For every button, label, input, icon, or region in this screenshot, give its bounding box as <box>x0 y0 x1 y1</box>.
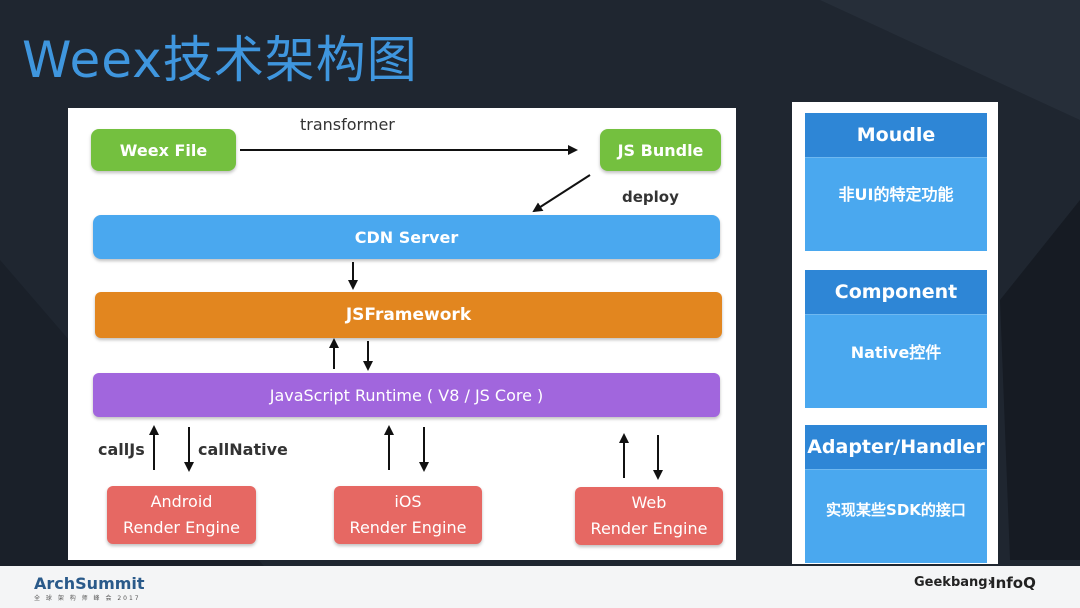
adapter-handler-card: Adapter/Handler 实现某些SDK的接口 <box>805 425 987 563</box>
jsframework-box: JSFramework <box>95 292 722 338</box>
engine-line2: Render Engine <box>123 518 240 537</box>
archsummit-subtitle: 全 球 架 构 师 峰 会 2017 <box>34 595 141 602</box>
js-bundle-box: JS Bundle <box>600 129 721 171</box>
infoq-logo: InfoQ <box>990 574 1036 592</box>
web-render-engine-box: Web Render Engine <box>575 487 723 545</box>
transformer-label: transformer <box>300 115 395 134</box>
archsummit-logo: ArchSummit <box>34 574 145 593</box>
card-body: 非UI的特定功能 <box>838 185 954 204</box>
card-body: 实现某些SDK的接口 <box>826 500 966 519</box>
weex-file-box: Weex File <box>91 129 236 171</box>
engine-line2: Render Engine <box>590 519 708 538</box>
component-card: Component Native控件 <box>805 270 987 408</box>
cdn-server-box: CDN Server <box>93 215 720 259</box>
engine-line1: Android <box>150 492 213 511</box>
engine-line2: Render Engine <box>349 518 467 537</box>
footer-bar <box>0 566 1080 608</box>
page-title: Weex技术架构图 <box>22 31 418 89</box>
module-card: Moudle 非UI的特定功能 <box>805 113 987 251</box>
ios-render-engine-box: iOS Render Engine <box>334 486 482 544</box>
javascript-runtime-box: JavaScript Runtime ( V8 / JS Core ) <box>93 373 720 417</box>
call-native-label: callNative <box>198 440 288 459</box>
deploy-label: deploy <box>622 188 679 206</box>
card-title: Component <box>805 270 987 315</box>
geekbang-logo: Geekbang› <box>914 575 993 590</box>
card-title: Adapter/Handler <box>805 425 987 470</box>
android-render-engine-box: Android Render Engine <box>107 486 256 544</box>
engine-line1: Web <box>631 493 667 512</box>
call-js-label: callJs <box>98 440 145 459</box>
engine-line1: iOS <box>394 492 422 511</box>
card-body: Native控件 <box>850 343 942 362</box>
card-title: Moudle <box>805 113 987 158</box>
